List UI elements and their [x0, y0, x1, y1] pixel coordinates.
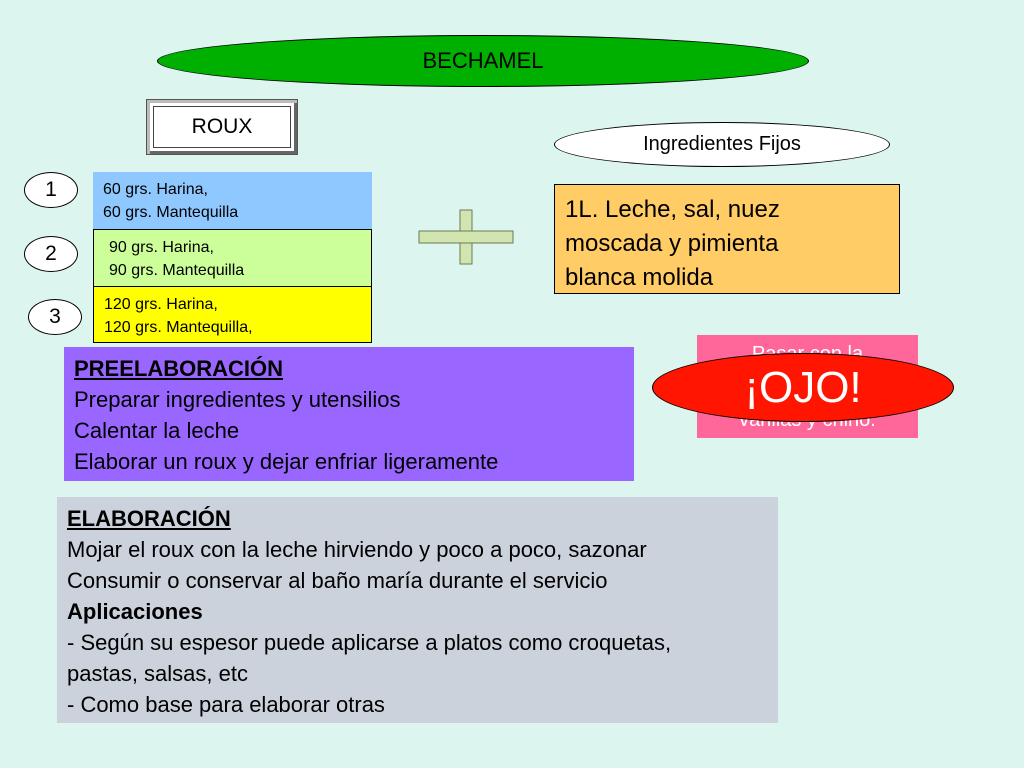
roux-ratio-2: 90 grs. Harina, 90 grs. Mantequilla: [93, 229, 372, 287]
elaboracion-box: ELABORACIÓN Mojar el roux con la leche h…: [57, 497, 778, 723]
ratio-number-label: 1: [45, 178, 57, 201]
ratio-butter: 120 grs. Mantequilla,: [104, 319, 253, 336]
warning-label: ¡OJO!: [744, 362, 862, 412]
ratio-butter: 90 grs. Mantequilla: [109, 262, 245, 279]
application-item: - Como base para elaborar otras: [67, 692, 385, 717]
preelaboracion-step: Calentar la leche: [74, 418, 240, 443]
roux-ratio-3: 120 grs. Harina, 120 grs. Mantequilla,: [93, 286, 372, 343]
elaboracion-step: Consumir o conservar al baño maría duran…: [67, 568, 608, 593]
fixed-ingredients-oval: Ingredientes Fijos: [554, 122, 890, 167]
preelaboracion-step: Elaborar un roux y dejar enfriar ligeram…: [74, 449, 499, 474]
ratio-number-3: 3: [28, 299, 82, 335]
page-title: BECHAMEL: [422, 48, 544, 73]
application-item: pastas, salsas, etc: [67, 661, 248, 686]
preelaboracion-box: PREELABORACIÓN Preparar ingredientes y u…: [64, 347, 634, 481]
ratio-flour: 120 grs. Harina,: [104, 296, 218, 313]
ratio-butter: 60 grs. Mantequilla: [103, 204, 239, 221]
fixed-ingredients-line: 1L. Leche, sal, nuez: [565, 196, 780, 223]
applications-heading: Aplicaciones: [67, 599, 203, 624]
application-item: - Según su espesor puede aplicarse a pla…: [67, 630, 672, 655]
ratio-number-2: 2: [24, 236, 78, 272]
fixed-ingredients-label: Ingredientes Fijos: [643, 133, 801, 155]
roux-ratio-1: 60 grs. Harina, 60 grs. Mantequilla: [93, 172, 372, 229]
warning-oval: ¡OJO!: [652, 353, 954, 422]
preelaboracion-heading: PREELABORACIÓN: [74, 356, 284, 381]
roux-label: ROUX: [191, 115, 253, 138]
title-oval: BECHAMEL: [157, 35, 809, 87]
fixed-ingredients-box: 1L. Leche, sal, nuez moscada y pimienta …: [554, 184, 900, 294]
roux-box: ROUX: [146, 99, 298, 155]
fixed-ingredients-line: blanca molida: [565, 264, 714, 291]
elaboracion-heading: ELABORACIÓN: [67, 506, 231, 531]
ratio-number-1: 1: [24, 172, 78, 208]
ratio-number-label: 2: [45, 242, 57, 265]
elaboracion-step: Mojar el roux con la leche hirviendo y p…: [67, 537, 647, 562]
ratio-flour: 60 grs. Harina,: [103, 181, 208, 198]
fixed-ingredients-line: moscada y pimienta: [565, 230, 779, 257]
plus-icon: [418, 209, 514, 265]
preelaboracion-step: Preparar ingredientes y utensilios: [74, 387, 401, 412]
ratio-number-label: 3: [49, 305, 61, 328]
ratio-flour: 90 grs. Harina,: [109, 239, 214, 256]
